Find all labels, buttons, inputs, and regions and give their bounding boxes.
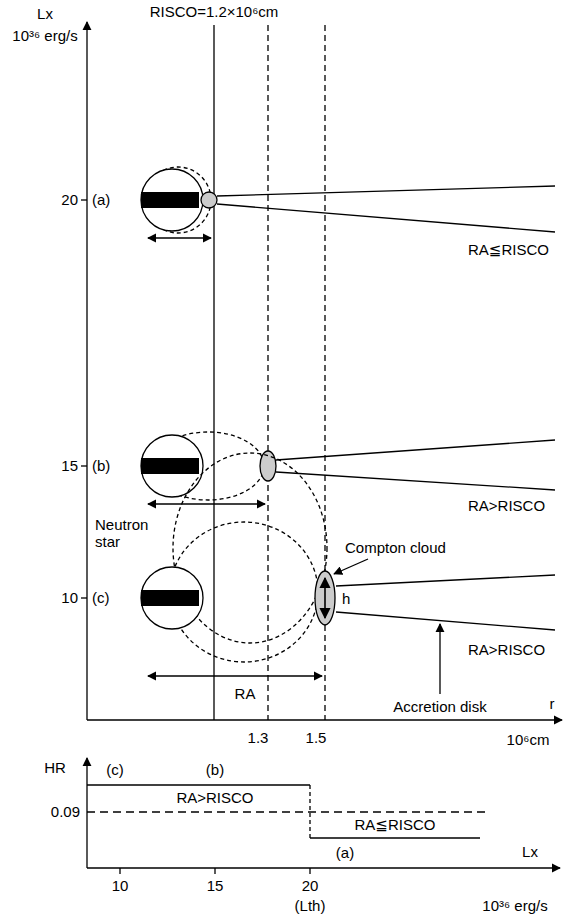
text-label: HR [44, 759, 66, 776]
disk-edge [336, 612, 555, 630]
tick [119, 868, 120, 874]
disk-edge [276, 472, 555, 490]
text-label: 10 [61, 589, 78, 606]
text-label: Compton cloud [345, 539, 446, 556]
tick [81, 465, 87, 466]
text-label: RA>RISCO [176, 789, 253, 806]
height-arrow [324, 578, 326, 618]
text-label: 20 [302, 877, 319, 894]
tick [81, 199, 87, 200]
tick [309, 868, 310, 874]
radius-line [324, 25, 325, 720]
compton-cloud [315, 571, 335, 625]
text-label: r [550, 695, 555, 712]
disk-edge [336, 575, 555, 586]
text-label: h [342, 590, 350, 607]
text-label: (a) [336, 844, 354, 861]
text-label: 15 [61, 457, 78, 474]
text-label: Lx [37, 5, 53, 22]
text-label: Lx [522, 843, 538, 860]
tick [214, 868, 215, 874]
tick [81, 597, 87, 598]
text-label: (b) [206, 761, 224, 778]
star-band [141, 458, 199, 474]
leader-arrow [439, 624, 440, 694]
leader-arrow [334, 559, 368, 574]
x-axis [87, 867, 560, 868]
hr-reference [87, 811, 490, 812]
text-label: RA≦RISCO [355, 816, 436, 833]
radius-arrow [148, 675, 322, 676]
text-label: Neutron star [95, 516, 159, 551]
text-label: (b) [92, 457, 110, 474]
text-label: RA≦RISCO [468, 241, 549, 258]
text-label: (a) [92, 191, 110, 208]
disk-edge [217, 186, 555, 196]
radius-arrow [148, 503, 265, 504]
star-band [141, 590, 199, 606]
hr-level [310, 837, 480, 838]
text-label: RISCO=1.2×10⁶cm [150, 3, 279, 20]
text-label: (Lth) [295, 897, 326, 914]
y-axis [86, 22, 87, 720]
compton-cloud [201, 192, 217, 208]
y-axis [86, 758, 87, 868]
text-label: (c) [106, 761, 124, 778]
disk-edge [217, 204, 555, 232]
compton-cloud [260, 451, 276, 481]
text-label: RA>RISCO [468, 497, 545, 514]
text-label: RA>RISCO [468, 641, 545, 658]
text-label: 1.3 [248, 729, 269, 746]
star-band [141, 192, 199, 208]
text-label: Accretion disk [393, 698, 486, 715]
text-label: 0.09 [51, 803, 80, 820]
text-label: 15 [207, 877, 224, 894]
disk-edge [276, 440, 555, 460]
text-label: 10³⁶ erg/s [12, 27, 77, 44]
neutron-star [141, 169, 203, 231]
text-label: 10⁶cm [507, 731, 550, 748]
neutron-star [141, 567, 203, 629]
neutron-star [141, 435, 203, 497]
isco-line [213, 25, 214, 720]
text-label: RA [235, 685, 256, 702]
text-label: 20 [61, 191, 78, 208]
text-label: 10³⁶ erg/s [482, 897, 547, 914]
hr-level [87, 784, 310, 785]
text-label: 10 [112, 877, 129, 894]
radius-line [267, 25, 268, 720]
text-label: (c) [92, 589, 110, 606]
text-label: 1.5 [306, 729, 327, 746]
radius-arrow [148, 237, 211, 238]
